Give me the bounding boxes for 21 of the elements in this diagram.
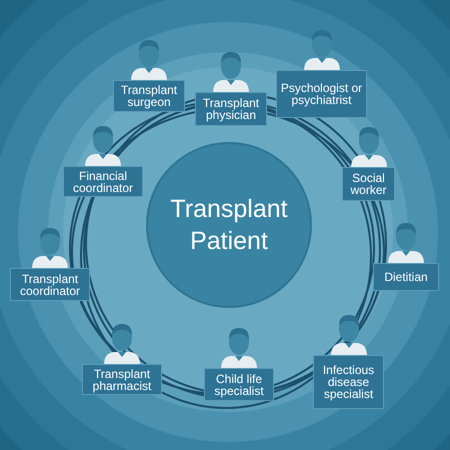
role-label: Infectious disease specialist xyxy=(322,364,376,400)
role-box xyxy=(10,268,90,301)
role-label: Transplant pharmacist xyxy=(92,368,152,392)
role-label: Financial coordinator xyxy=(72,170,134,194)
role-label: Transplant surgeon xyxy=(120,84,178,108)
role-label: Dietitian xyxy=(384,271,428,283)
role-box xyxy=(276,70,367,118)
role-label: Child life specialist xyxy=(213,372,265,396)
role-box xyxy=(313,355,384,409)
role-box xyxy=(82,364,162,395)
role-label: Social worker xyxy=(349,172,388,196)
role-box xyxy=(342,167,395,201)
role-box xyxy=(373,263,439,291)
role-box xyxy=(204,368,274,401)
role-box xyxy=(113,80,185,112)
role-label: Transplant coordinator xyxy=(18,272,82,296)
role-box xyxy=(63,166,143,197)
center-label: Transplant Patient xyxy=(170,194,288,257)
role-label: Transplant physician xyxy=(202,97,260,121)
role-label: Psychologist or psychiatrist xyxy=(280,82,363,106)
role-box xyxy=(195,92,267,126)
